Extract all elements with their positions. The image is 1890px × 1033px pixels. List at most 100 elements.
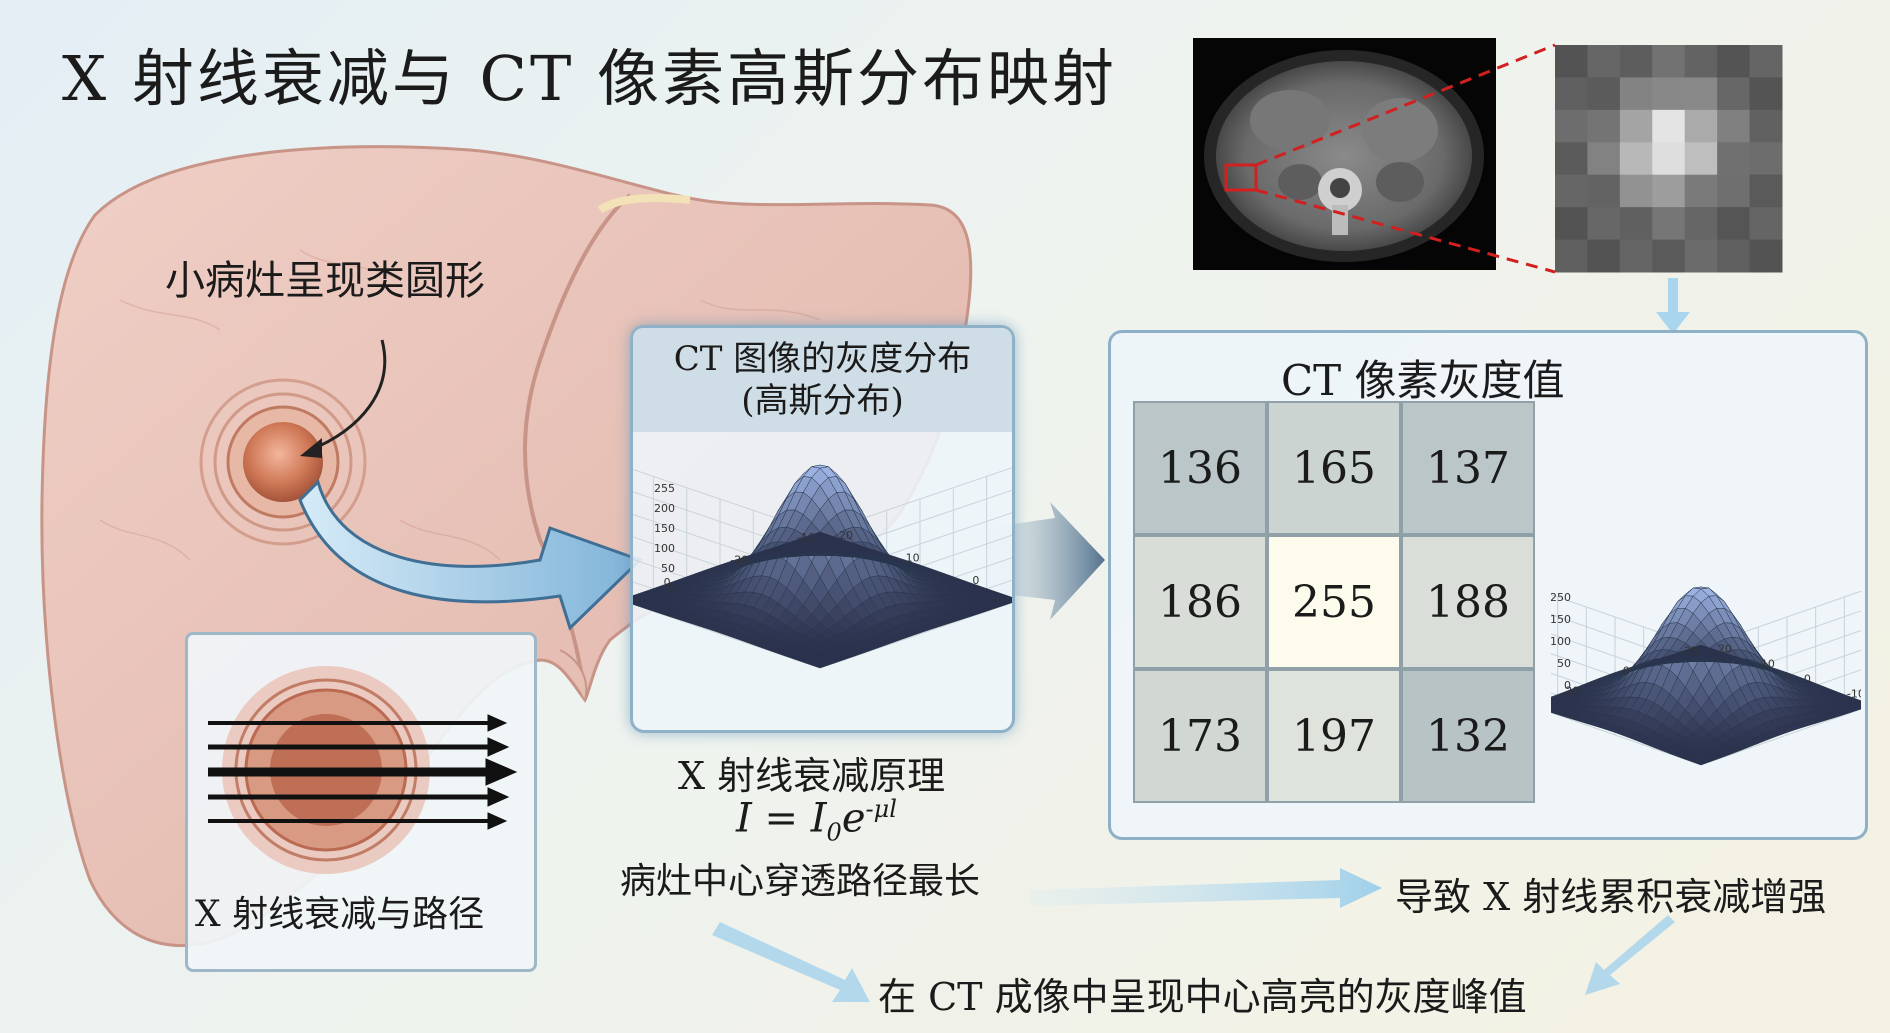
z-tick-label: 250 — [1551, 591, 1571, 604]
z-tick-label: 0 — [668, 582, 675, 595]
mosaic-pixel — [1749, 109, 1783, 143]
note-to-effect-arrow — [1030, 868, 1382, 908]
surface-patch — [810, 531, 830, 538]
z-tick-label: 100 — [1551, 635, 1571, 648]
gaussian-title-line2: (高斯分布) — [741, 381, 904, 421]
mosaic-pixel — [1555, 239, 1588, 273]
principle-to-result-arrow — [712, 922, 870, 1002]
mosaic-pixel — [1619, 77, 1653, 111]
page-title: X 射线衰减与 CT 像素高斯分布映射 — [62, 42, 1118, 115]
ct-scan-image — [1193, 38, 1496, 270]
mosaic-pixel — [1652, 142, 1686, 176]
pixel-cell: 255 — [1267, 535, 1401, 669]
mosaic-pixel — [1587, 174, 1621, 208]
mosaic-pixel — [1684, 207, 1718, 241]
mosaic-pixel — [1587, 45, 1621, 78]
mosaic-pixel — [1717, 142, 1751, 176]
mosaic-pixel — [1652, 45, 1686, 78]
mosaic-pixel — [1555, 174, 1588, 208]
mosaic-pixel — [1652, 77, 1686, 111]
zoom-to-pixel-arrow — [1656, 278, 1690, 334]
attenuation-formula: I = I0e-μl — [736, 795, 897, 846]
mosaic-pixel — [1587, 77, 1621, 111]
z-tick-label: 200 — [654, 502, 675, 515]
mosaic-pixel — [1619, 45, 1653, 78]
x-tick-label: 0 — [664, 576, 671, 589]
formula-exp-base: e — [841, 795, 866, 842]
mosaic-pixel — [1652, 207, 1686, 241]
surface-patch — [633, 598, 638, 602]
mosaic-pixel — [1684, 142, 1718, 176]
mosaic-pixel — [1717, 77, 1751, 111]
lesion-to-gaussian-arrow — [298, 479, 643, 631]
mosaic-pixel — [1619, 174, 1653, 208]
xray-path-label: X 射线衰减与路径 — [195, 894, 485, 935]
mosaic-pixel — [1587, 239, 1621, 273]
xray-path-inset: X 射线衰减与路径 — [185, 632, 537, 972]
mosaic-pixel — [1749, 142, 1783, 176]
y-tick-label: 10 — [1761, 658, 1775, 671]
mosaic-pixel — [1619, 142, 1653, 176]
mosaic-pixel — [1684, 174, 1718, 208]
surface-patch — [1692, 644, 1710, 651]
y-tick-label: 20 — [839, 529, 853, 542]
principle-note: 病灶中心穿透路径最长 — [620, 861, 981, 902]
pixel-cell: 188 — [1401, 535, 1535, 669]
mosaic-pixel — [1717, 174, 1751, 208]
mosaic-pixel — [1619, 109, 1653, 143]
mosaic-pixel — [1684, 77, 1718, 111]
mosaic-pixel — [1555, 77, 1588, 111]
x-tick-label: -10 — [797, 531, 815, 544]
formula-exponent: -μl — [865, 795, 897, 823]
zoomed-pixel-mosaic — [1555, 45, 1783, 273]
x-tick-label: -20 — [730, 554, 748, 567]
mosaic-pixel — [1749, 174, 1783, 208]
mosaic-pixel — [1684, 45, 1718, 78]
effect-to-result-arrow — [1585, 915, 1675, 995]
result-text: 在 CT 成像中呈现中心高亮的灰度峰值 — [878, 975, 1527, 1019]
gaussian-distribution-panel: CT 图像的灰度分布 (高斯分布) 255200150100500200-20-… — [630, 325, 1015, 733]
mosaic-pixel — [1652, 174, 1686, 208]
pixel-cell: 173 — [1133, 669, 1267, 803]
y-tick-label: 0 — [972, 574, 979, 587]
principle-heading: X 射线衰减原理 — [678, 754, 946, 798]
mosaic-pixel — [1652, 239, 1686, 273]
y-tick-label: 10 — [906, 552, 920, 565]
zoom-line-top — [1255, 43, 1556, 167]
z-tick-label: 150 — [654, 522, 675, 535]
mosaic-pixel — [1555, 207, 1588, 241]
mosaic-pixel — [1717, 109, 1751, 143]
liver-label: 小病灶呈现类圆形 — [165, 258, 485, 304]
mini-gaussian-surface — [1551, 586, 1861, 766]
pixel-cell: 197 — [1267, 669, 1401, 803]
pixel-cell: 132 — [1401, 669, 1535, 803]
mosaic-pixel — [1684, 109, 1718, 143]
pixel-cell: 165 — [1267, 401, 1401, 535]
label-pointer-arrowhead — [300, 438, 322, 458]
z-tick-label: 150 — [1551, 613, 1571, 626]
z-tick-label: 50 — [661, 562, 675, 575]
mosaic-pixel — [1555, 142, 1588, 176]
gaussian-to-pixel-arrow — [985, 502, 1105, 620]
gaussian-panel-header: CT 图像的灰度分布 (高斯分布) — [633, 328, 1012, 432]
mosaic-pixel — [1587, 142, 1621, 176]
x-tick-label: -25 — [1680, 645, 1698, 658]
mosaic-pixel — [1717, 45, 1751, 78]
pixel-cell: 136 — [1133, 401, 1267, 535]
formula-subscript: 0 — [826, 818, 842, 847]
z-tick-label: 255 — [654, 482, 675, 495]
y-tick-label: -10 — [1847, 688, 1861, 701]
mosaic-pixel — [1587, 109, 1621, 143]
mosaic-pixel — [1749, 45, 1783, 78]
mosaic-pixel — [1717, 239, 1751, 273]
y-tick-label: 20 — [1718, 643, 1732, 656]
mosaic-pixel — [1684, 239, 1718, 273]
mosaic-pixel — [1587, 207, 1621, 241]
mosaic-pixel — [1619, 239, 1653, 273]
